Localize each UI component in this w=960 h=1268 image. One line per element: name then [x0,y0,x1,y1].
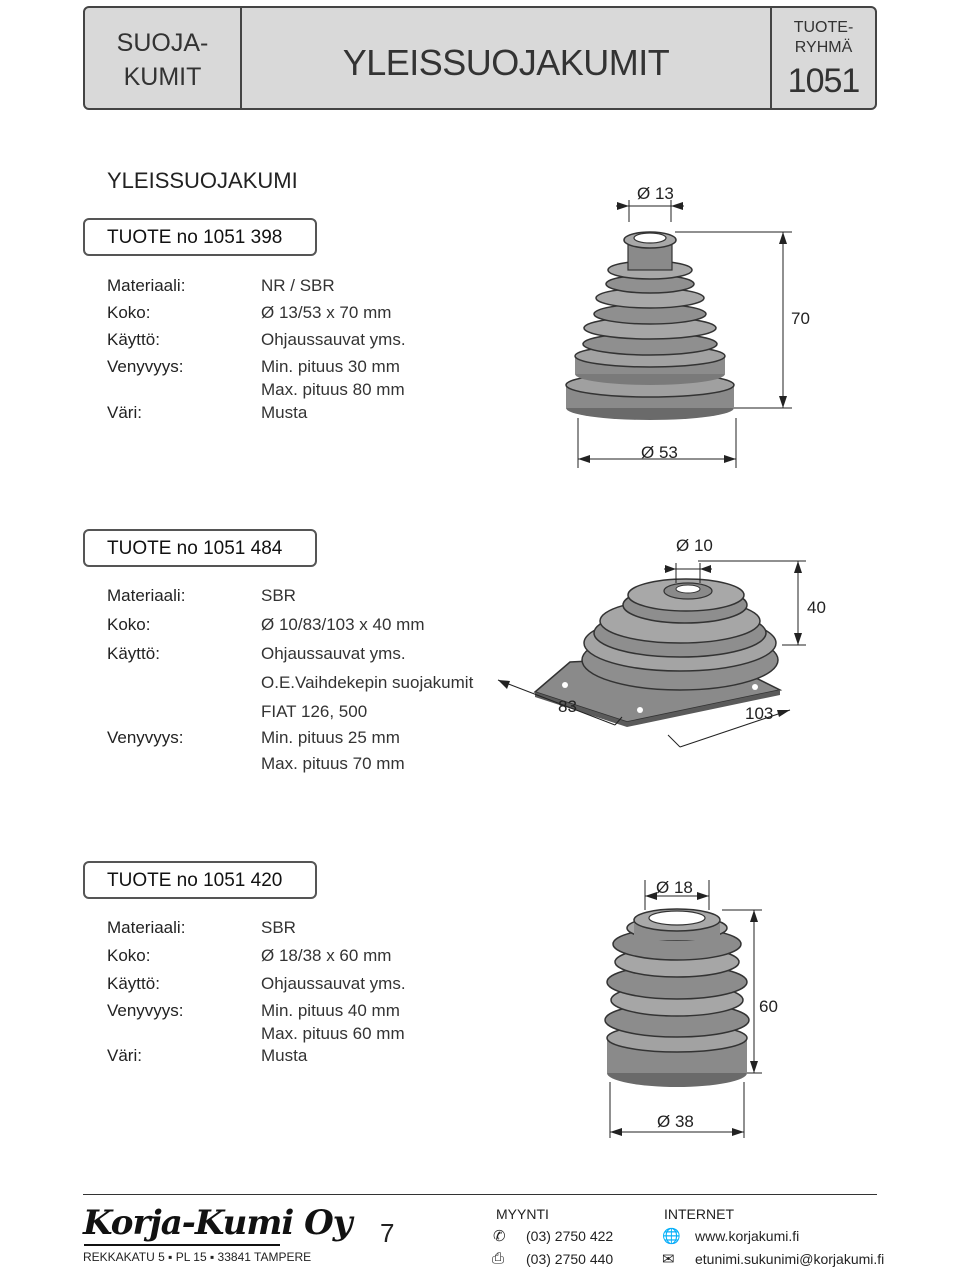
product-3-dim-height: 60 [759,997,778,1016]
product-2-dim-height: 40 [807,598,826,617]
header-title-cell: YLEISSUOJAKUMIT [242,8,772,108]
section-title: YLEISSUOJAKUMI [107,168,298,193]
group-label-line1: TUOTE- [793,19,854,36]
product-1-label-usage: Käyttö: [107,330,160,349]
product-2-value-models: FIAT 126, 500 [261,702,368,721]
product-2-value-size: Ø 10/83/103 x 40 mm [261,615,425,634]
product-3-label-material: Materiaali: [107,918,186,937]
product-1-value-size: Ø 13/53 x 70 mm [261,303,392,322]
page-title: YLEISSUOJAKUMIT [342,42,670,83]
product-2-value-min: Min. pituus 25 mm [261,728,400,747]
product-3-title: TUOTE no 1051 420 [107,870,283,891]
product-1-label-color: Väri: [107,403,142,422]
footer-divider [83,1194,877,1195]
product-1-title: TUOTE no 1051 398 [107,227,283,248]
header-category-line2: KUMIT [123,63,202,91]
company-logo: Korja-Kumi Oy [83,1203,352,1243]
product-2-dim-left: 83 [558,697,577,716]
product-2-title: TUOTE no 1051 484 [107,538,283,559]
sales-heading: MYYNTI [496,1206,549,1222]
product-3-dim-bottom: Ø 38 [657,1112,694,1131]
page-header: SUOJA- KUMIT YLEISSUOJAKUMIT TUOTE- RYHM… [83,6,877,110]
internet-heading: INTERNET [664,1206,734,1222]
globe-icon: 🌐 [662,1228,681,1245]
product-2-label-usage: Käyttö: [107,644,160,663]
product-3-label-color: Väri: [107,1046,142,1065]
header-group-cell: TUOTE- RYHMÄ 1051 [772,8,875,108]
product-3-value-color: Musta [261,1046,308,1065]
product-3-value-min: Min. pituus 40 mm [261,1001,400,1020]
group-number: 1051 [787,62,861,100]
product-2-value-max: Max. pituus 70 mm [261,754,405,773]
header-category-line1: SUOJA- [116,29,209,57]
product-1-value-material: NR / SBR [261,276,335,295]
product-3-label-stretch: Venyvyys: [107,1001,184,1020]
product-3-value-size: Ø 18/38 x 60 mm [261,946,392,965]
product-1-drawing [565,200,792,468]
company-address: REKKAKATU 5 ▪ PL 15 ▪ 33841 TAMPERE [83,1250,312,1264]
header-category: SUOJA- KUMIT [85,8,242,108]
product-2-value-application: O.E.Vaihdekepin suojakumit [261,673,474,692]
product-1-value-usage: Ohjaussauvat yms. [261,330,406,349]
product-1-label-size: Koko: [107,303,151,322]
fax-icon: ⎙ [492,1250,505,1267]
product-1-dim-bottom: Ø 53 [641,443,678,462]
product-2-label-size: Koko: [107,615,151,634]
product-2-label-material: Materiaali: [107,586,186,605]
website-link[interactable]: www.korjakumi.fi [695,1228,800,1244]
email-link[interactable]: etunimi.sukunimi@korjakumi.fi [695,1251,885,1267]
product-2-dim-top: Ø 10 [676,536,713,555]
product-3-drawing [604,880,762,1138]
product-2-value-usage: Ohjaussauvat yms. [261,644,406,663]
product-3-dim-top: Ø 18 [656,878,693,897]
product-3-title-box: TUOTE no 1051 420 [83,861,317,899]
product-3-value-max: Max. pituus 60 mm [261,1024,405,1043]
product-2-label-stretch: Venyvyys: [107,728,184,747]
product-3-value-material: SBR [261,918,296,937]
product-3-value-usage: Ohjaussauvat yms. [261,974,406,993]
product-2-title-box: TUOTE no 1051 484 [83,529,317,567]
logo-underline [84,1244,280,1246]
product-2-drawing [497,560,806,748]
product-1-dim-top: Ø 13 [637,184,674,203]
product-1-label-material: Materiaali: [107,276,186,295]
product-1-value-color: Musta [261,403,308,422]
product-3-label-usage: Käyttö: [107,974,160,993]
page-number: 7 [380,1218,395,1248]
product-3-label-size: Koko: [107,946,151,965]
product-1-label-stretch: Venyvyys: [107,357,184,376]
product-1-title-box: TUOTE no 1051 398 [83,218,317,256]
mail-icon: ✉ [662,1251,675,1268]
phone-icon: ✆ [493,1228,506,1245]
product-2-value-material: SBR [261,586,296,605]
sales-phone: (03) 2750 422 [526,1228,614,1244]
product-1-dim-height: 70 [791,309,810,328]
product-1-value-min: Min. pituus 30 mm [261,357,400,376]
product-2-dim-right: 103 [745,704,774,723]
sales-fax: (03) 2750 440 [526,1251,614,1267]
group-label-line2: RYHMÄ [794,39,853,56]
product-1-value-max: Max. pituus 80 mm [261,380,405,399]
